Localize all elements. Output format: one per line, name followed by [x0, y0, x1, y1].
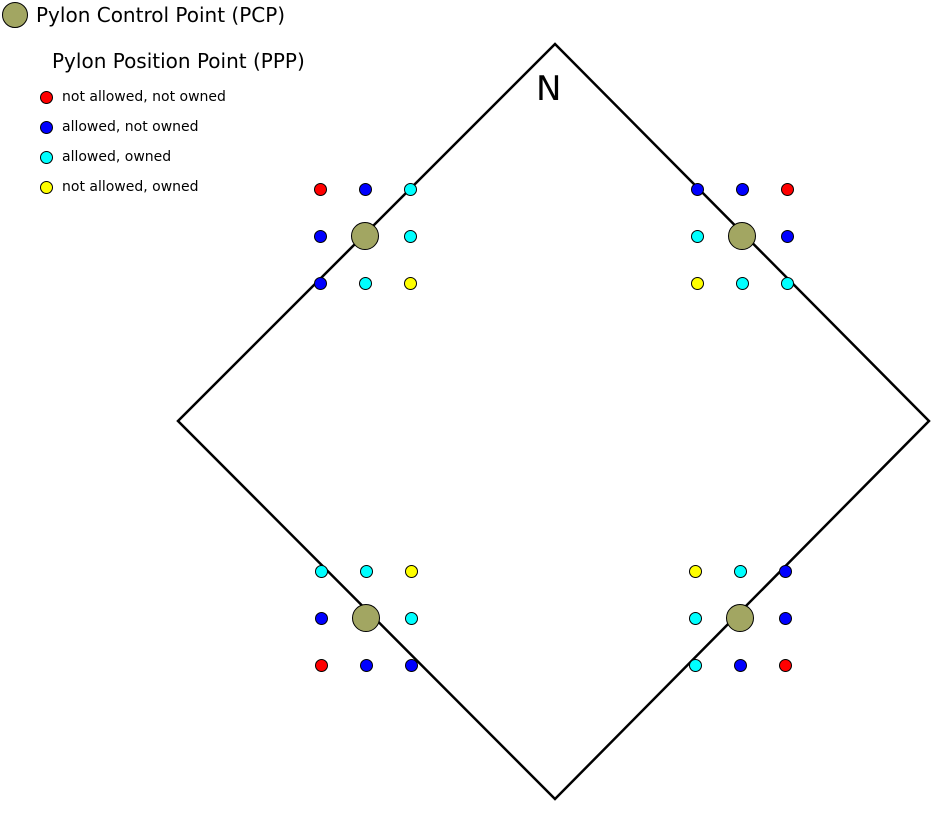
ppp-dot-cyan [404, 611, 418, 625]
cyan-dot-icon [40, 150, 53, 164]
legend-item-label: not allowed, owned [62, 179, 199, 195]
ppp-dot-yellow [688, 564, 702, 578]
pylon-south-west-pcp-dot [352, 604, 380, 632]
legend-item-cyan: allowed, owned [40, 142, 226, 172]
ppp-dot-red [780, 182, 794, 196]
legend-item-blue: allowed, not owned [40, 112, 226, 142]
ppp-dot-cyan [688, 658, 702, 672]
ppp-dot-blue [313, 276, 327, 290]
legend-ppp-title: Pylon Position Point (PPP) [52, 49, 305, 73]
ppp-dot-cyan [690, 229, 704, 243]
legend-item-yellow: not allowed, owned [40, 172, 226, 202]
ppp-dot-yellow [403, 276, 417, 290]
ppp-dot-cyan [733, 564, 747, 578]
ppp-dot-red [313, 182, 327, 196]
ppp-dot-blue [313, 229, 327, 243]
ppp-dot-blue [358, 182, 372, 196]
ppp-dot-blue [404, 658, 418, 672]
ppp-dot-blue [780, 229, 794, 243]
ppp-dot-red [778, 658, 792, 672]
ppp-dot-cyan [358, 276, 372, 290]
ppp-dot-blue [778, 564, 792, 578]
legend-item-red: not allowed, not owned [40, 82, 226, 112]
ppp-dot-red [314, 658, 328, 672]
ppp-dot-cyan [688, 611, 702, 625]
ppp-dot-blue [778, 611, 792, 625]
pcp-swatch-icon [2, 2, 28, 28]
pylon-south-east-pcp-dot [726, 604, 754, 632]
ppp-dot-yellow [690, 276, 704, 290]
ppp-dot-yellow [404, 564, 418, 578]
legend-item-label: allowed, not owned [62, 119, 199, 135]
blue-dot-icon [40, 120, 53, 134]
legend-item-label: allowed, owned [62, 149, 172, 165]
legend-pcp-row: Pylon Control Point (PCP) [2, 2, 285, 28]
pylon-north-west-pcp-dot [351, 222, 379, 250]
yellow-dot-icon [40, 180, 53, 194]
red-dot-icon [40, 90, 53, 104]
ppp-dot-cyan [403, 229, 417, 243]
ppp-dot-cyan [780, 276, 794, 290]
pylon-north-east-pcp-dot [728, 222, 756, 250]
legend-item-label: not allowed, not owned [62, 89, 226, 105]
ppp-dot-blue [359, 658, 373, 672]
track-diamond-outline [176, 42, 931, 801]
ppp-dot-cyan [735, 276, 749, 290]
ppp-dot-cyan [403, 182, 417, 196]
legend-pcp-label: Pylon Control Point (PCP) [36, 3, 286, 27]
ppp-dot-blue [735, 182, 749, 196]
ppp-dot-blue [733, 658, 747, 672]
ppp-dot-cyan [314, 564, 328, 578]
legend-items: not allowed, not owned allowed, not owned… [40, 82, 226, 202]
ppp-dot-cyan [359, 564, 373, 578]
north-label: N [536, 69, 562, 109]
ppp-dot-blue [690, 182, 704, 196]
ppp-dot-blue [314, 611, 328, 625]
